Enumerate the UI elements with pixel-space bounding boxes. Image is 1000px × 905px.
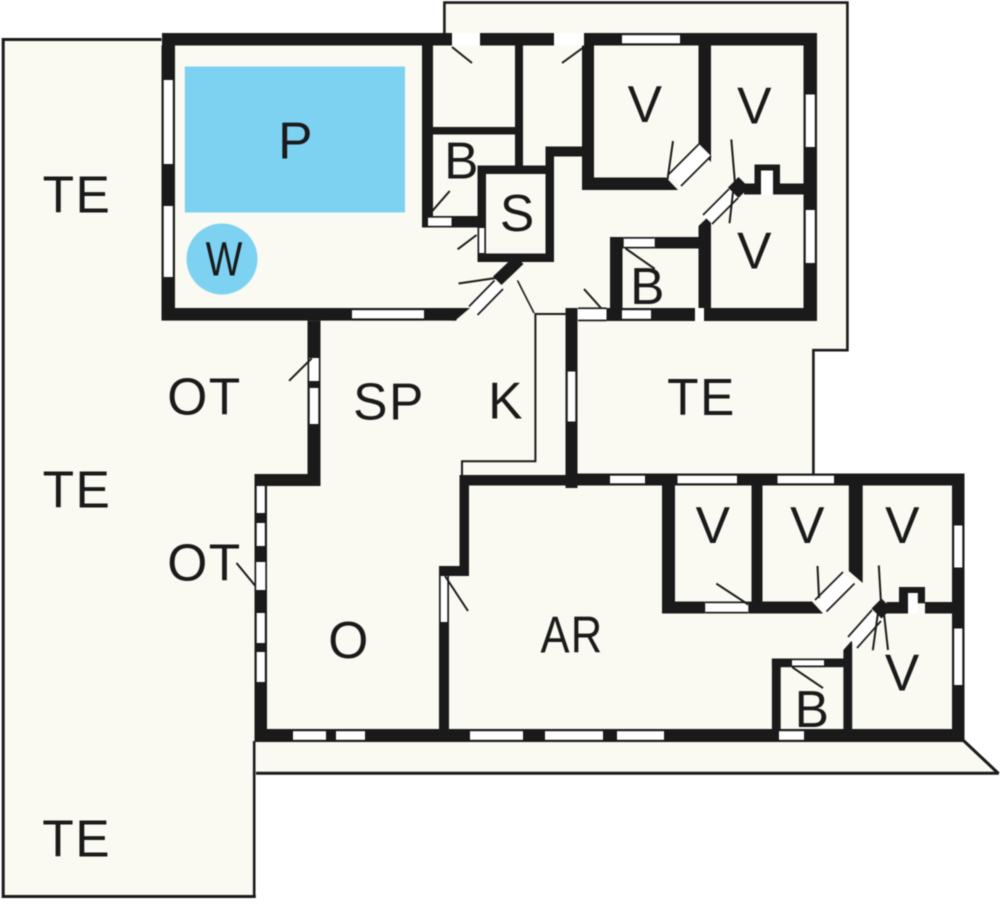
svg-text:V: V <box>885 644 921 702</box>
svg-text:V: V <box>737 77 773 135</box>
svg-text:W: W <box>206 233 244 286</box>
svg-text:TE: TE <box>43 460 112 518</box>
svg-text:B: B <box>795 680 831 738</box>
svg-text:AR: AR <box>541 606 604 664</box>
svg-text:TE: TE <box>43 166 112 224</box>
svg-text:B: B <box>444 132 480 190</box>
svg-text:P: P <box>278 112 314 170</box>
svg-text:TE: TE <box>667 368 736 426</box>
svg-text:OT: OT <box>167 368 242 426</box>
svg-text:V: V <box>790 496 826 554</box>
svg-text:O: O <box>328 611 370 669</box>
svg-text:S: S <box>500 184 536 242</box>
svg-text:SP: SP <box>353 373 425 431</box>
svg-text:V: V <box>628 75 664 133</box>
svg-text:V: V <box>737 221 773 279</box>
svg-text:B: B <box>630 257 666 315</box>
svg-text:V: V <box>885 496 921 554</box>
svg-text:K: K <box>488 372 524 430</box>
svg-text:TE: TE <box>42 810 111 868</box>
svg-text:V: V <box>696 496 732 554</box>
svg-text:OT: OT <box>167 534 242 592</box>
